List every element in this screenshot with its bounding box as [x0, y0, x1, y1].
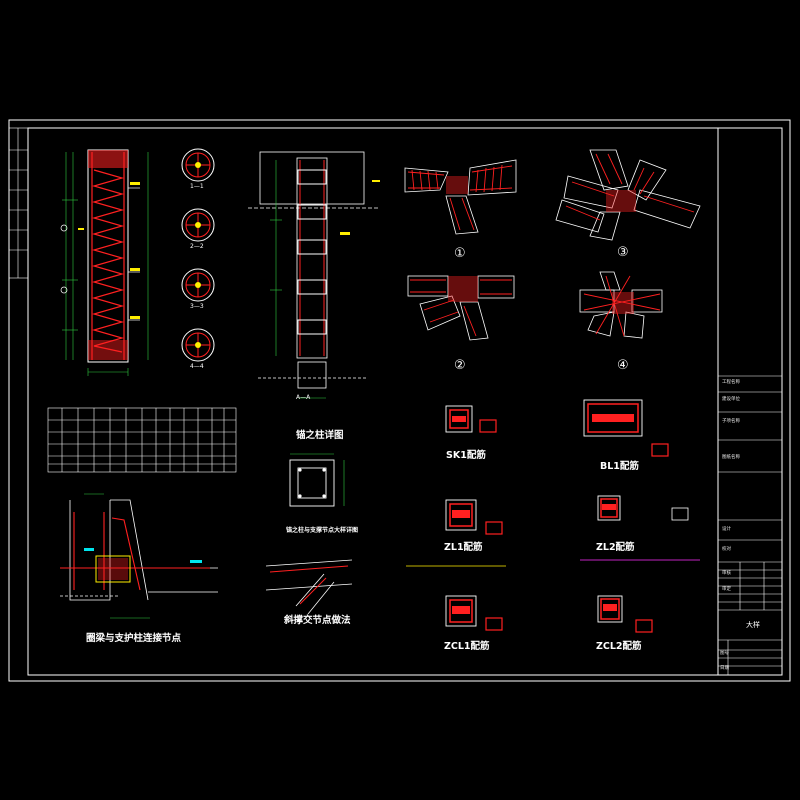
title-bl1: BL1配筋 [600, 461, 639, 472]
title-column-detail: 锚之柱详图 [296, 430, 344, 441]
title-block-line-6: 校对 [722, 547, 731, 552]
title-zl1: ZL1配筋 [444, 542, 483, 553]
section-label-2: 2—2 [190, 243, 204, 250]
title-block-line-3: 子项名称 [722, 419, 740, 424]
section-a-label: A—A [296, 394, 311, 401]
zcl2-section [597, 595, 653, 633]
section-4-4 [181, 328, 215, 362]
title-brace-node: 斜撑交节点做法 [284, 615, 351, 626]
section-label-3: 3—3 [190, 303, 204, 310]
title-block-line-8: 审定 [722, 587, 731, 592]
title-block-line-2: 建设单位 [722, 397, 740, 402]
column-elevation [60, 149, 149, 376]
node-1-drawing [404, 159, 517, 235]
node-label-2: ② [454, 358, 466, 373]
node-label-4: ④ [617, 358, 629, 373]
title-block-line-5: 设计 [722, 527, 731, 532]
section-circles [181, 148, 215, 362]
section-3-3 [181, 268, 215, 302]
title-block-line-4: 图纸名称 [722, 455, 740, 460]
zl1-section [406, 499, 506, 567]
node-3-drawing [555, 149, 701, 241]
title-column-section: 锚之柱与支撑节点大样详图 [286, 527, 359, 534]
title-zcl2: ZCL2配筋 [596, 641, 642, 652]
sk1-section [445, 405, 497, 433]
node-2-drawing [407, 275, 515, 341]
title-zl2: ZL2配筋 [596, 542, 635, 553]
brace-node-drawing [265, 559, 353, 615]
bl1-section [583, 399, 669, 457]
title-beam-support-node: 圈梁与支护柱连接节点 [86, 633, 182, 644]
beam-support-node-drawing [60, 493, 218, 619]
section-label-1: 1—1 [190, 183, 204, 190]
section-1-1 [181, 148, 215, 182]
title-block-line-10: 日期 [720, 666, 729, 671]
revision-strip [8, 127, 29, 279]
node-label-3: ③ [617, 245, 629, 260]
title-zcl1: ZCL1配筋 [444, 641, 490, 652]
title-block-line-9: 图号 [720, 651, 729, 656]
title-block-line-1: 工程名称 [722, 380, 740, 385]
title-block-sheet-name: 大样 [746, 621, 760, 629]
title-sk1: SK1配筋 [446, 450, 486, 461]
zcl1-section [445, 595, 503, 631]
section-2-2 [181, 208, 215, 242]
zl2-section [580, 495, 700, 561]
column-square-section [289, 453, 345, 507]
drawing-frame [8, 119, 791, 682]
title-block-line-7: 审核 [722, 571, 731, 576]
node-4-drawing [579, 271, 663, 339]
section-label-4: 4—4 [190, 363, 204, 370]
anchor-column-detail [248, 151, 380, 399]
title-block [718, 375, 782, 675]
rebar-table [47, 407, 237, 473]
node-label-1: ① [454, 246, 466, 261]
